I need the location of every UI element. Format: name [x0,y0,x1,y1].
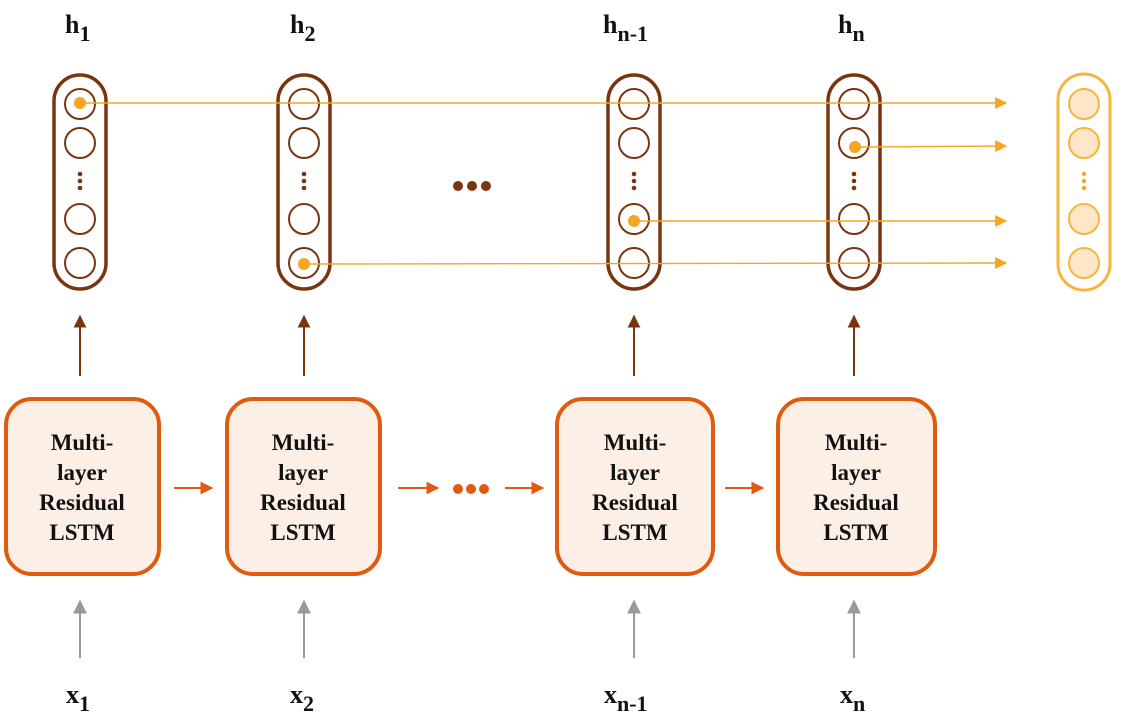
lstm-block-line2: layer [831,460,881,485]
selection-lines [80,97,1008,270]
lstm-block-line2: layer [278,460,328,485]
lstm-block-line3: Residual [260,490,346,515]
lstm-block-line1: Multi- [825,430,888,455]
input-label-x2: x2 [290,680,314,716]
selected-units [74,97,861,270]
input-label-x1: x1 [66,680,90,716]
lstm-block-line4: LSTM [49,520,114,545]
lstm-block-line2: layer [610,460,660,485]
hidden-label-hn: hn [838,10,865,46]
lstm-block-line1: Multi- [51,430,114,455]
output-vector [1056,72,1112,292]
lstm-block-line3: Residual [39,490,125,515]
lstm-block-line1: Multi- [604,430,667,455]
hidden-vector-hn [826,73,882,291]
lstm-ellipsis [453,484,489,494]
hidden-label-hn-1: hn-1 [603,10,648,46]
hidden-vector-h2 [276,73,332,291]
lstm-block-line3: Residual [592,490,678,515]
lstm-block-line3: Residual [813,490,899,515]
lstm-block-line2: layer [57,460,107,485]
lstm-block-line1: Multi- [272,430,335,455]
lstm-block-n: Multi- layer Residual LSTM [776,397,937,576]
input-label-xn-1: xn-1 [604,680,648,716]
lstm-block-n-1: Multi- layer Residual LSTM [555,397,715,576]
hidden-label-h2: h2 [290,10,315,46]
lstm-block-line4: LSTM [823,520,888,545]
lstm-block-line4: LSTM [602,520,667,545]
hidden-ellipsis [453,181,491,191]
hidden-output-arrows [73,314,861,376]
input-label-xn: xn [840,680,865,716]
lstm-block-1: Multi- layer Residual LSTM [4,397,161,576]
lstm-block-2: Multi- layer Residual LSTM [225,397,382,576]
lstm-block-line4: LSTM [270,520,335,545]
hidden-vector-h1 [52,73,108,291]
input-arrows [73,599,861,658]
hidden-vector-hn-1 [606,73,662,291]
hidden-label-h1: h1 [65,10,90,46]
